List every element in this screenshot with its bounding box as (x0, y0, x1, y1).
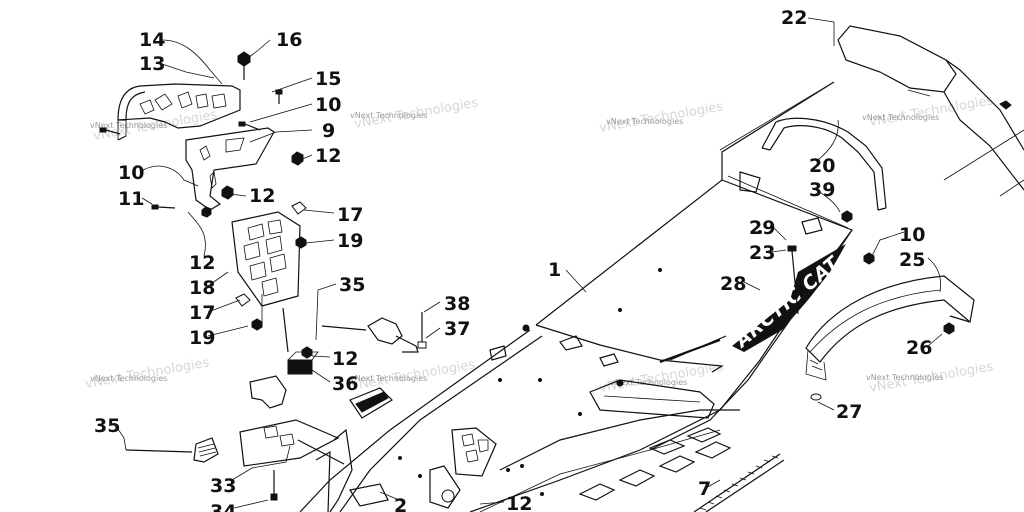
callout-19: 19 (189, 327, 215, 349)
callout-37: 37 (444, 318, 470, 340)
leader-lines (115, 17, 943, 509)
mount-plate (231, 211, 301, 307)
callout-10: 10 (899, 224, 925, 246)
fasteners-right (787, 100, 1012, 401)
watermark: vNext Technologies (90, 121, 167, 130)
watermark: vNext Technologies (862, 113, 939, 122)
callout-17: 17 (337, 204, 363, 226)
rear-grab-bar (761, 117, 887, 211)
rear-bumper-bracket (117, 83, 241, 141)
callout-14: 14 (139, 29, 165, 51)
callout-10: 10 (118, 162, 144, 184)
watermark: vNext Technologies (90, 374, 167, 383)
callout-38: 38 (444, 293, 470, 315)
long-bolts (125, 307, 367, 465)
callout-15: 15 (315, 68, 341, 90)
watermark: vNext Technologies (866, 373, 943, 382)
callout-26: 26 (906, 337, 932, 359)
callout-12: 12 (189, 252, 215, 274)
lower-bracket-assembly (193, 346, 340, 501)
callout-25: 25 (899, 249, 925, 271)
callout-33: 33 (210, 475, 236, 497)
callout-10: 10 (315, 94, 341, 116)
callout-13: 13 (139, 53, 165, 75)
callout-12: 12 (315, 145, 341, 167)
callout-29: 29 (749, 217, 775, 239)
watermark-ghost: vNext Technologies (868, 93, 995, 130)
tunnel-chassis (299, 81, 853, 512)
fasteners-upper-left (99, 51, 307, 331)
track (693, 453, 785, 512)
callout-39: 39 (809, 179, 835, 201)
latch-bracket (367, 312, 427, 353)
callout-28: 28 (720, 273, 746, 295)
rear-fender (805, 275, 975, 381)
bracket-plate (185, 127, 275, 211)
watermark: vNext Technologies (350, 111, 427, 120)
callout-23: 23 (749, 242, 775, 264)
watermark: vNext Technologies (606, 117, 683, 126)
callout-27: 27 (836, 401, 862, 423)
callout-36: 36 (332, 373, 358, 395)
callout-18: 18 (189, 277, 215, 299)
watermark: vNext Technologies (610, 378, 687, 387)
callout-2: 2 (394, 495, 407, 512)
callouts: 14 13 16 15 10 9 12 10 11 12 17 19 12 18… (94, 7, 932, 512)
snow-flap (833, 22, 1024, 197)
callout-7: 7 (698, 478, 711, 500)
callout-12: 12 (332, 348, 358, 370)
callout-34: 34 (210, 501, 236, 512)
callout-12: 12 (249, 185, 275, 207)
callout-35: 35 (339, 274, 365, 296)
callout-9: 9 (322, 120, 335, 142)
callout-17: 17 (189, 302, 215, 324)
callout-35: 35 (94, 415, 120, 437)
callout-22: 22 (781, 7, 807, 29)
callout-12: 12 (506, 493, 532, 512)
callout-16: 16 (276, 29, 302, 51)
callout-19: 19 (337, 230, 363, 252)
callout-11: 11 (118, 188, 144, 210)
callout-20: 20 (809, 155, 835, 177)
callout-1: 1 (548, 259, 561, 281)
decal-brand-text: ARCTIC CAT (730, 251, 845, 353)
watermarks: vNext Technologies vNext Technologies vN… (84, 93, 995, 396)
watermark: vNext Technologies (350, 374, 427, 383)
